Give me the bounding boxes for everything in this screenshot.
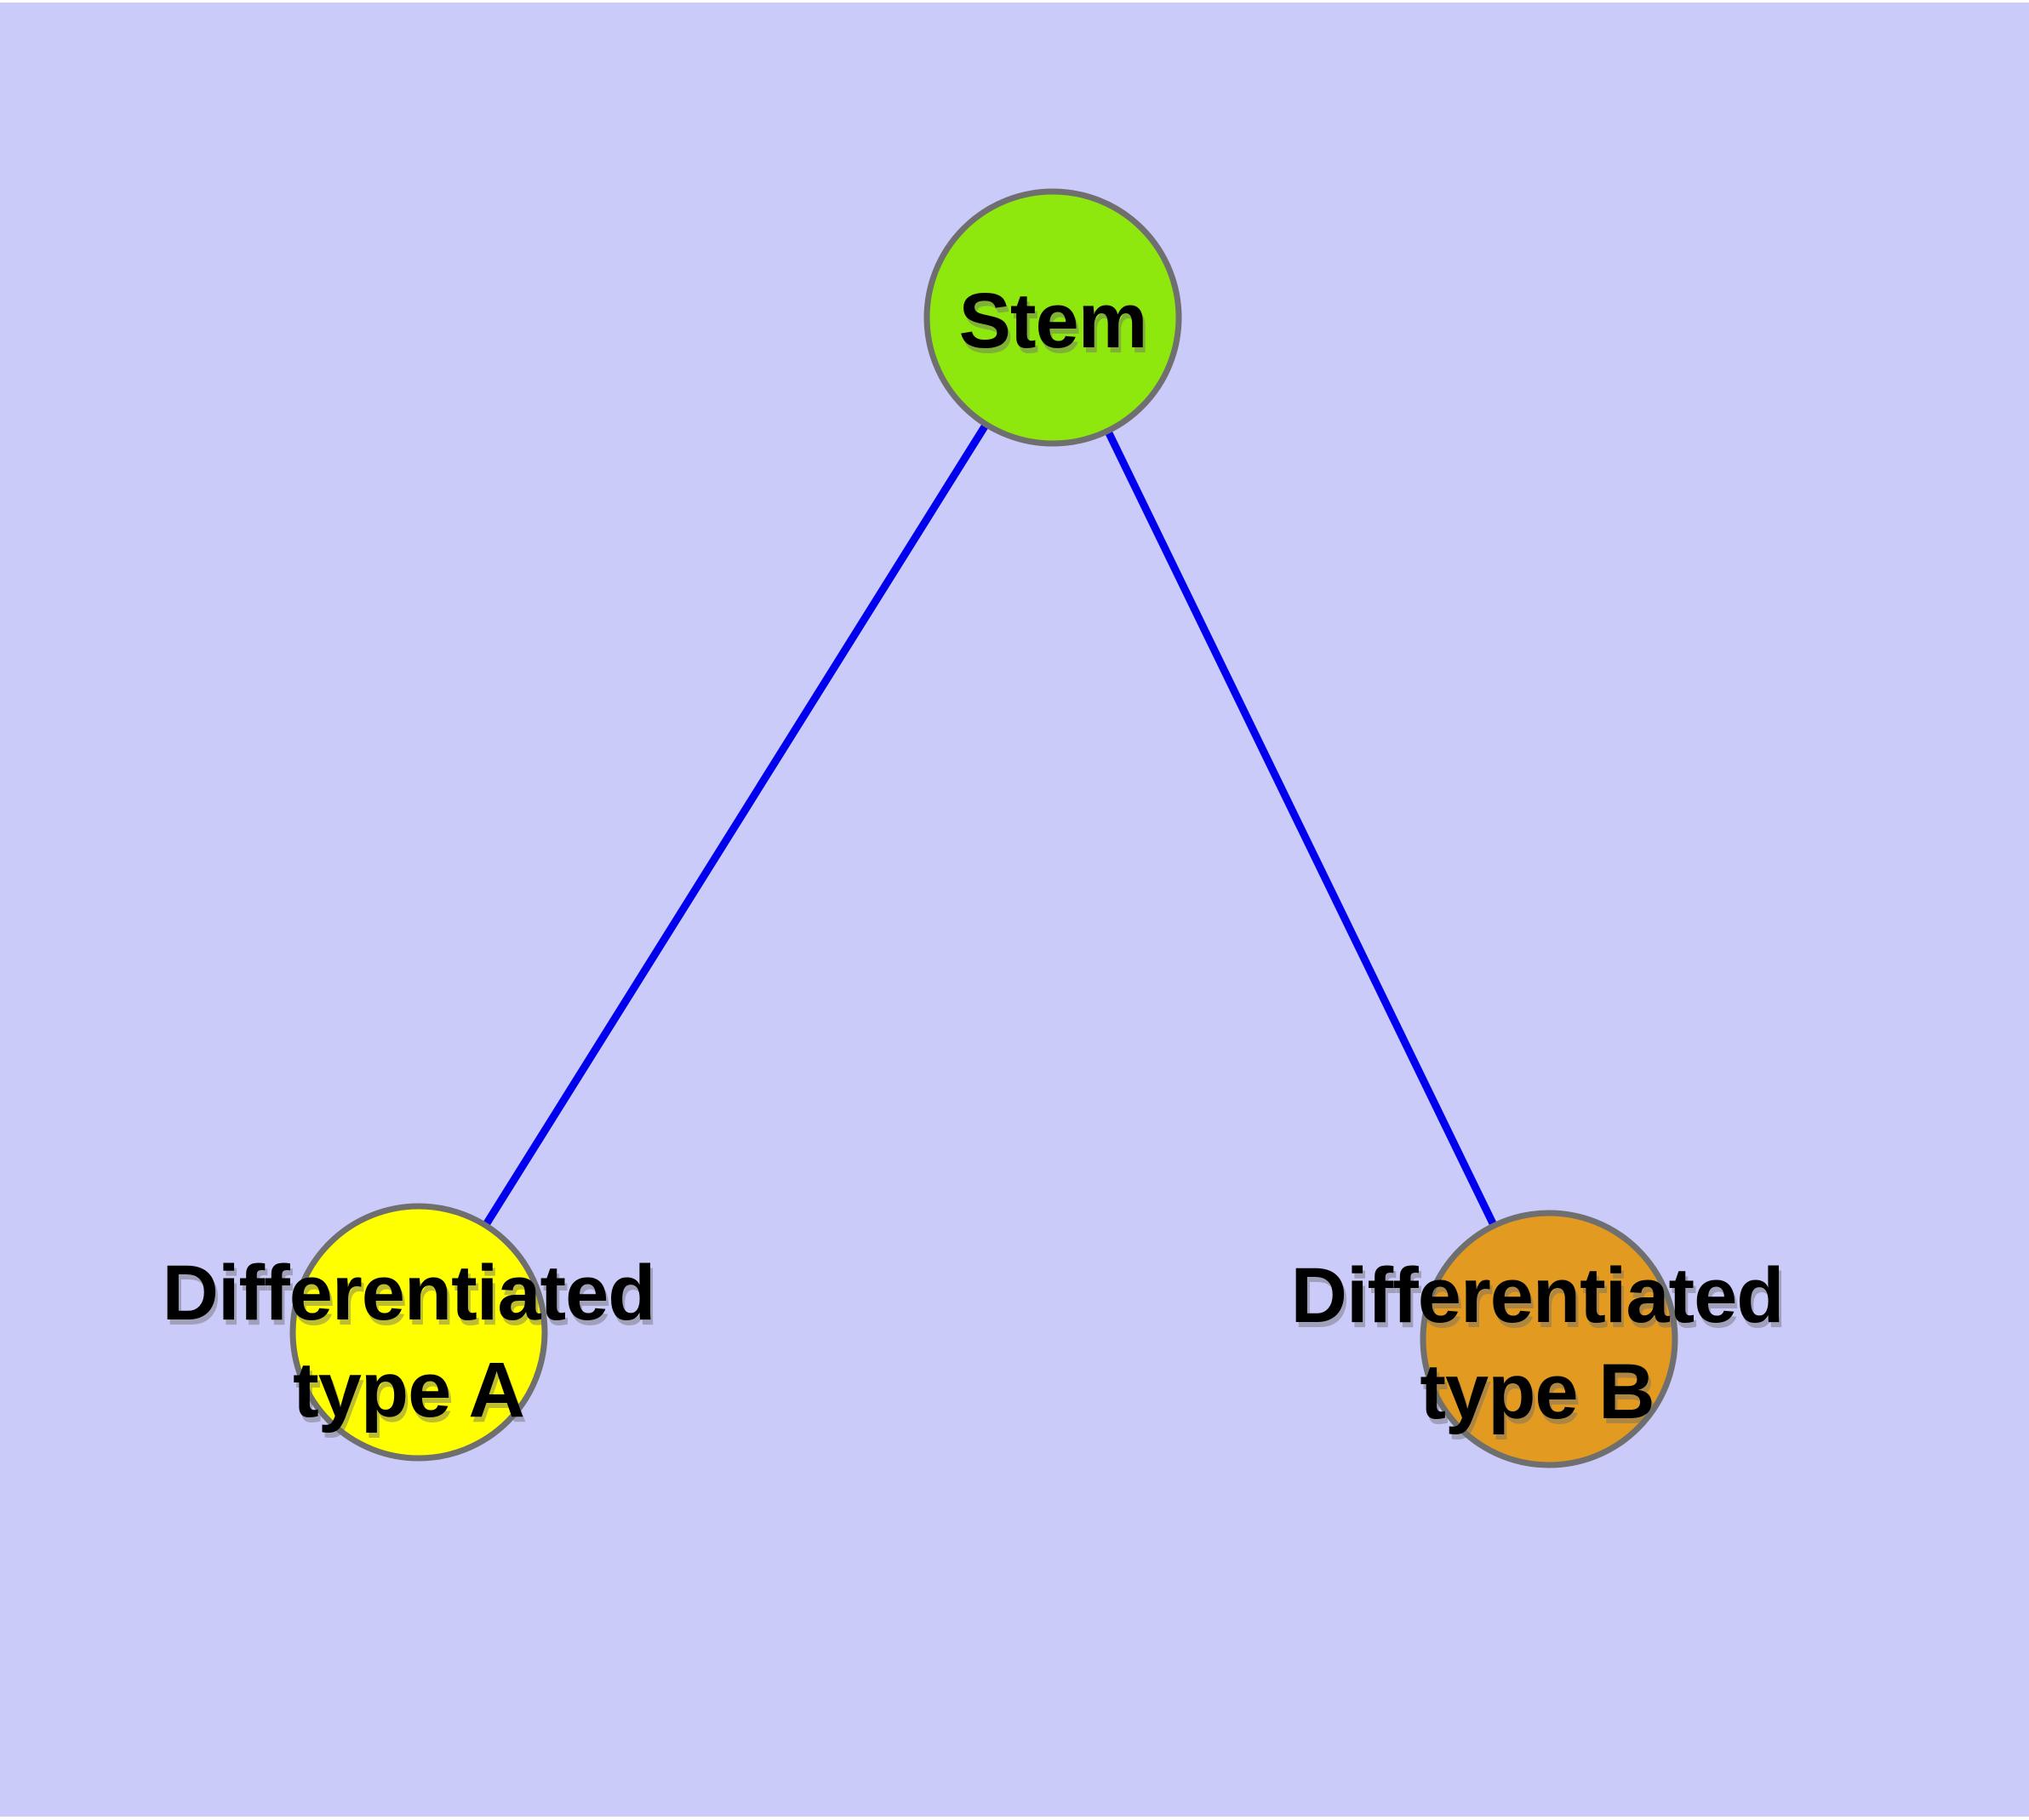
node-type-b-label-shadow: Differentiated [1294, 1257, 1786, 1344]
edge-stem-to-type-a [415, 315, 1056, 1335]
node-stem-circle [923, 188, 1182, 447]
node-type-b: Differentiated type B Differentiated typ… [1291, 1210, 1786, 1468]
edge-stem-to-type-b [1049, 316, 1553, 1341]
node-type-b-circle [1420, 1210, 1678, 1468]
node-stem-label-shadow: Stem [962, 283, 1150, 369]
node-type-a-circle [289, 1203, 548, 1462]
node-type-a: Differentiated type A Differentiated typ… [163, 1203, 658, 1462]
node-type-b-label-shadow: type B [1422, 1354, 1656, 1440]
node-type-a-label-shadow: type A [295, 1352, 527, 1439]
edge-group [415, 315, 1553, 1341]
node-type-a-label-shadow: Differentiated [165, 1255, 658, 1342]
node-type-a-label-line1: Differentiated [163, 1250, 655, 1336]
node-stem: Stem Stem [923, 188, 1182, 447]
node-type-a-label-line2: type A [293, 1347, 524, 1434]
node-stem-label: Stem [959, 278, 1147, 364]
node-type-b-label-line1: Differentiated [1291, 1252, 1784, 1339]
node-type-b-label-line2: type B [1420, 1348, 1654, 1435]
